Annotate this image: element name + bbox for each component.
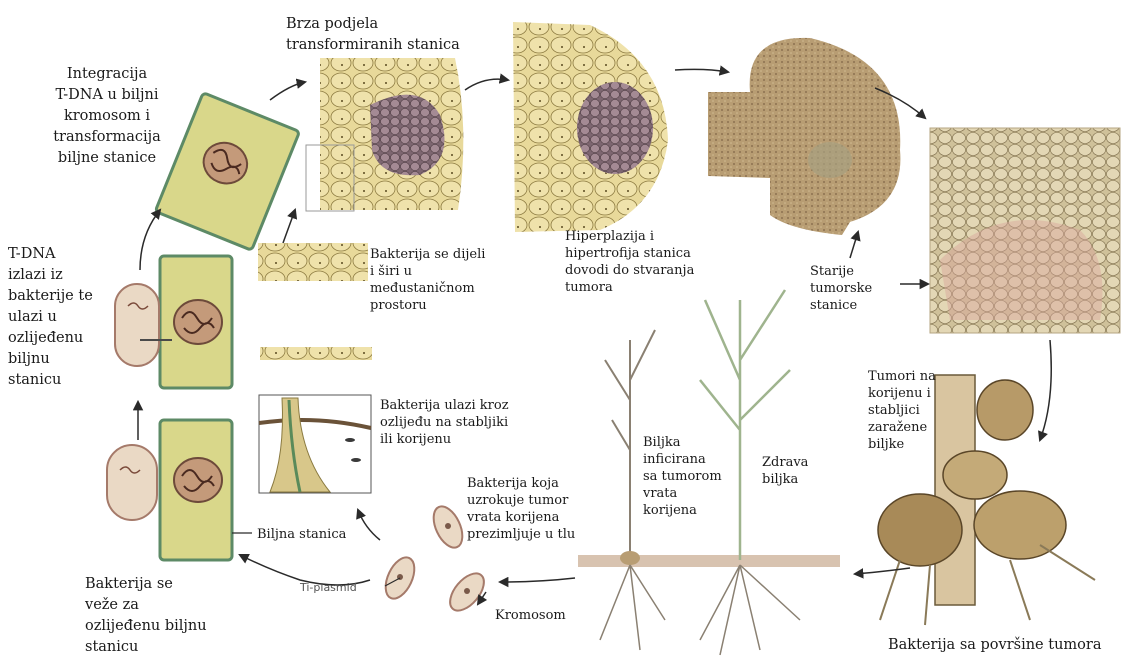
label-attaches: Bakterija se veže za ozlijeđenu biljnu s…: [85, 574, 255, 658]
label-tdna-exits: T-DNA izlazi iz bakterije te ulazi u ozl…: [8, 244, 118, 391]
label-integration: Integracija T-DNA u biljni kromosom i tr…: [37, 64, 177, 169]
label-infected-plant: Biljka inficirana sa tumorom vrata korij…: [643, 434, 733, 519]
label-tumors-on-roots: Tumori na korijenu i stabljici zaražene …: [868, 368, 968, 453]
intercellular-strip-top: [258, 243, 368, 281]
older-tumor-tissue-illustration: [708, 38, 900, 235]
label-healthy-plant: Zdrava biljka: [762, 454, 832, 488]
wound-entry-illustration: [259, 395, 371, 493]
label-from-surface: Bakterija sa površine tumora: [888, 635, 1133, 656]
label-ti-plasmid: Ti-plasmid: [300, 579, 370, 596]
label-plant-cell: Biljna stanica: [257, 526, 367, 543]
hyperplasia-tissue-illustration: [513, 22, 668, 232]
label-rapid-division: Brza podjela transformiranih stanica: [286, 14, 501, 56]
label-bacteria-divides: Bakterija se dijeli i širi u međustaničn…: [370, 246, 510, 314]
attached-bacterium-cell-illustration: [107, 420, 232, 560]
label-hyperplasia: Hiperplazija i hipertrofija stanica dovo…: [565, 228, 715, 296]
label-older-cells: Starije tumorske stanice: [810, 263, 900, 314]
dividing-tissue-illustration: [306, 58, 463, 211]
label-overwinters: Bakterija koja uzrokuje tumor vrata kori…: [467, 475, 597, 543]
label-bacteria-enters: Bakterija ulazi kroz ozlijeđu na stablji…: [380, 397, 550, 448]
tdna-transfer-cell-illustration: [115, 256, 232, 388]
intercellular-strip-bottom: [260, 347, 372, 360]
label-chromosome: Kromosom: [495, 607, 585, 624]
